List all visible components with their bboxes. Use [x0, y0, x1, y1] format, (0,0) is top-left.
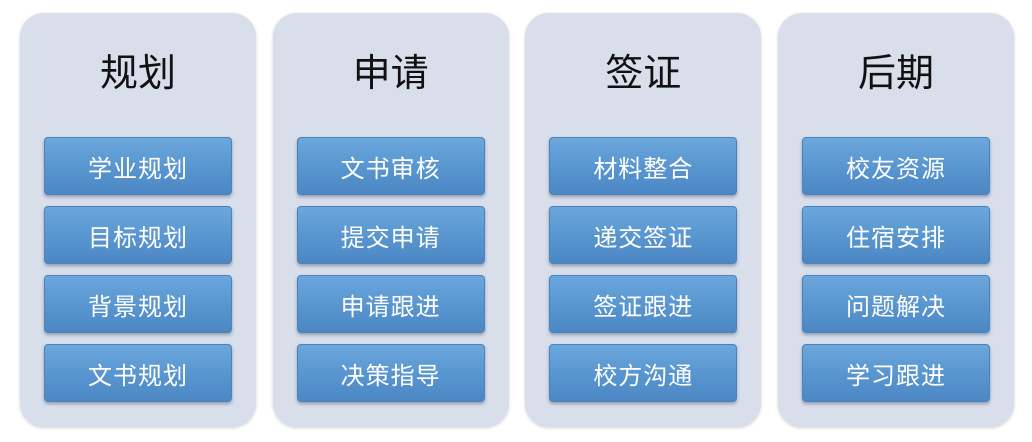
item-box: 校友资源 — [801, 137, 990, 195]
service-columns: 规划 学业规划 目标规划 背景规划 文书规划 申请 文书审核 提交申请 申请跟进… — [20, 13, 1014, 427]
column-visa: 签证 材料整合 递交签证 签证跟进 校方沟通 — [525, 13, 762, 427]
item-box: 学习跟进 — [801, 344, 990, 402]
item-box: 问题解决 — [801, 275, 990, 333]
item-list: 文书审核 提交申请 申请跟进 决策指导 — [296, 137, 485, 402]
column-planning: 规划 学业规划 目标规划 背景规划 文书规划 — [20, 13, 256, 427]
column-title: 规划 — [99, 51, 176, 95]
column-title: 签证 — [605, 51, 682, 95]
item-box: 文书规划 — [44, 344, 232, 402]
item-box: 递交签证 — [549, 206, 738, 264]
column-title: 申请 — [352, 51, 429, 95]
item-box: 校方沟通 — [549, 344, 738, 402]
item-box: 目标规划 — [44, 206, 232, 264]
column-post: 后期 校友资源 住宿安排 问题解决 学习跟进 — [777, 13, 1014, 427]
item-box: 材料整合 — [549, 137, 738, 195]
item-box: 住宿安排 — [801, 206, 990, 264]
column-application: 申请 文书审核 提交申请 申请跟进 决策指导 — [272, 13, 509, 427]
item-box: 申请跟进 — [296, 275, 485, 333]
item-box: 签证跟进 — [549, 275, 738, 333]
item-list: 材料整合 递交签证 签证跟进 校方沟通 — [549, 137, 738, 402]
item-box: 学业规划 — [44, 137, 232, 195]
item-box: 决策指导 — [296, 344, 485, 402]
item-list: 校友资源 住宿安排 问题解决 学习跟进 — [801, 137, 990, 402]
item-list: 学业规划 目标规划 背景规划 文书规划 — [44, 137, 232, 402]
column-title: 后期 — [857, 51, 934, 95]
item-box: 背景规划 — [44, 275, 232, 333]
item-box: 文书审核 — [296, 137, 485, 195]
item-box: 提交申请 — [296, 206, 485, 264]
